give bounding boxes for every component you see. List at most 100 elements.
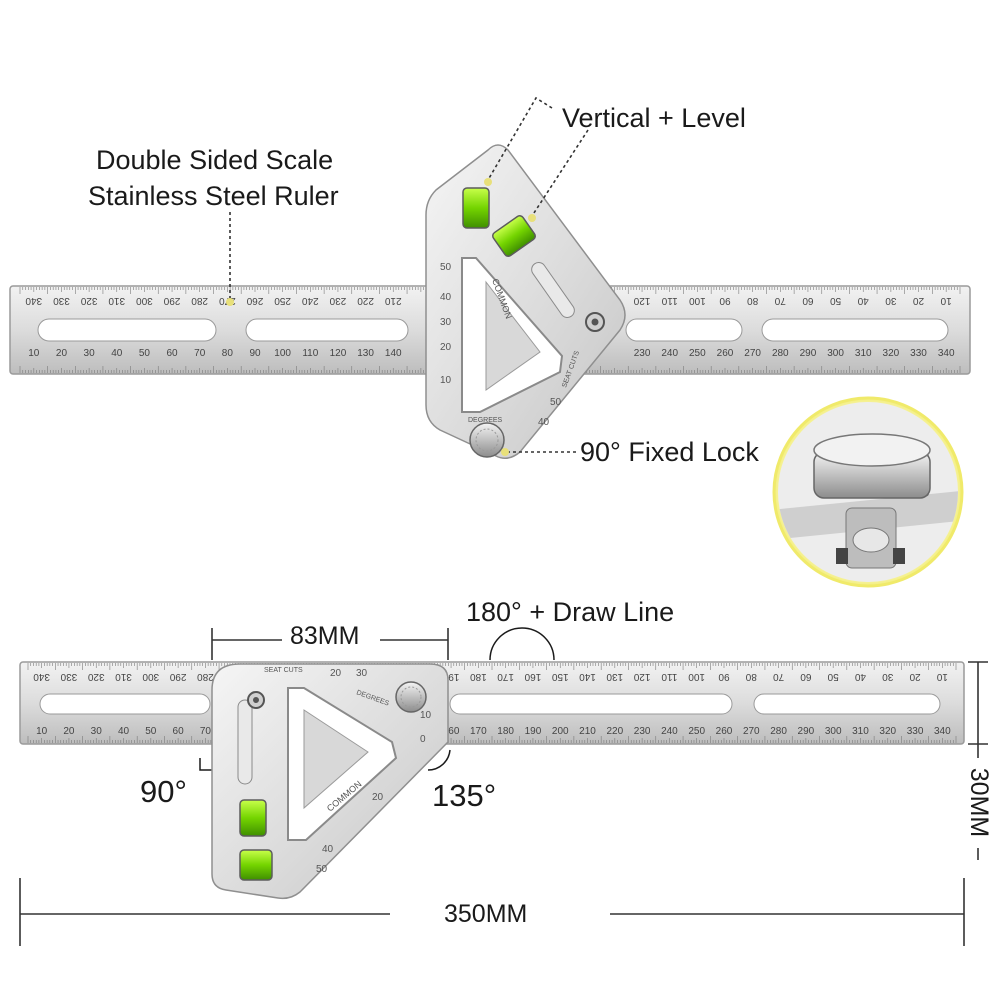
ruler-number-upper: 60 [800,671,812,682]
draw-line-callout: 180° + Draw Line [466,597,675,627]
ruler-number-upper: 290 [169,671,186,682]
ruler-number-lower: 300 [825,726,842,737]
svg-text:50: 50 [550,397,562,408]
ruler-number-upper: 160 [524,671,541,682]
ruler-number-lower: 70 [194,348,206,359]
ruler-number-upper: 30 [882,671,894,682]
ruler-number-lower: 260 [716,726,733,737]
leader-lines [19,96,988,946]
ruler-number-lower: 240 [661,348,678,359]
ruler-number-lower: 310 [852,726,869,737]
angle-arc-180 [489,627,555,661]
ruler-number-lower: 180 [497,726,514,737]
ruler-number-lower: 340 [938,348,955,359]
ruler-number-upper: 60 [802,295,814,306]
ruler-number-upper: 80 [747,295,759,306]
ruler-number-lower: 120 [330,348,347,359]
svg-text:20: 20 [440,342,452,353]
ruler-number-lower: 130 [357,348,374,359]
scale-callout-line1: Double Sided Scale [96,145,334,175]
ruler-number-upper: 70 [773,671,785,682]
lock-detail-zoom [772,396,964,588]
svg-text:10: 10 [420,710,432,721]
ruler-number-lower: 70 [200,726,212,737]
top-ruler-slot [625,318,743,342]
ruler-number-lower: 330 [907,726,924,737]
svg-text:30: 30 [440,317,452,328]
ruler-number-lower: 280 [770,726,787,737]
ruler-number-upper: 50 [827,671,839,682]
ruler-number-lower: 190 [525,726,542,737]
scale-callout-line2: Stainless Steel Ruler [88,181,339,211]
square-degrees-label: DEGREES [468,417,503,424]
ruler-number-upper: 110 [661,295,677,306]
ruler-number-lower: 330 [910,348,927,359]
ruler-number-upper: 330 [60,671,77,682]
ruler-number-upper: 210 [384,295,401,306]
ruler-number-upper: 280 [197,671,214,682]
ruler-number-upper: 20 [909,671,921,682]
ruler-number-lower: 20 [56,348,68,359]
svg-text:50: 50 [316,864,328,875]
ruler-number-lower: 20 [63,726,75,737]
vertical-level-callout: Vertical + Level [562,103,746,133]
ruler-number-lower: 240 [661,726,678,737]
svg-text:0: 0 [420,734,426,745]
ruler-number-lower: 30 [91,726,103,737]
svg-text:40: 40 [538,417,550,428]
ruler-number-upper: 220 [357,295,374,306]
angle-arc-135 [427,749,451,771]
ruler-number-upper: 10 [940,295,952,306]
ruler-number-upper: 310 [108,295,125,306]
ruler-number-upper: 20 [913,295,925,306]
ruler-number-upper: 190 [442,671,459,682]
ruler-number-upper: 170 [497,671,514,682]
svg-text:40: 40 [322,844,334,855]
svg-text:30: 30 [356,668,368,679]
ruler-number-lower: 60 [173,726,185,737]
ruler-number-upper: 50 [830,295,842,306]
svg-text:20: 20 [372,792,384,803]
ruler-number-upper: 260 [246,295,263,306]
ruler-number-lower: 50 [139,348,151,359]
bottom-ruler-slot [753,693,941,715]
fixed-lock-callout: 90° Fixed Lock [580,437,759,467]
angle-90-label: 90° [140,774,187,809]
lock-knob-icon [395,681,427,713]
ruler-number-lower: 10 [28,348,40,359]
ruler-number-lower: 30 [84,348,96,359]
ruler-number-upper: 330 [53,295,70,306]
level-vial [492,215,536,257]
top-ruler-slot [245,318,409,342]
ruler-number-lower: 60 [166,348,178,359]
ruler-number-lower: 230 [634,348,651,359]
ruler-number-upper: 70 [774,295,786,306]
ruler-number-lower: 160 [443,726,460,737]
ruler-number-upper: 140 [579,671,596,682]
ruler-number-lower: 270 [743,726,760,737]
ruler-number-lower: 80 [222,348,234,359]
ruler-number-lower: 250 [688,726,705,737]
ruler-number-upper: 40 [854,671,866,682]
ruler-number-lower: 200 [552,726,569,737]
ruler-number-lower: 10 [36,726,48,737]
ruler-number-lower: 310 [855,348,872,359]
ruler-number-upper: 120 [633,671,650,682]
ruler-number-upper: 30 [885,295,897,306]
ruler-number-upper: 230 [329,295,346,306]
ruler-number-upper: 180 [470,671,487,682]
ruler-number-upper: 130 [606,671,623,682]
level-vial [462,187,490,229]
ruler-number-lower: 270 [744,348,761,359]
svg-text:20: 20 [330,668,342,679]
ruler-number-lower: 40 [111,348,123,359]
ruler-number-upper: 90 [718,671,730,682]
top-ruler-slot [37,318,217,342]
ruler-number-upper: 100 [689,295,706,306]
lock-knob-icon [469,422,505,458]
ruler-number-upper: 40 [857,295,869,306]
